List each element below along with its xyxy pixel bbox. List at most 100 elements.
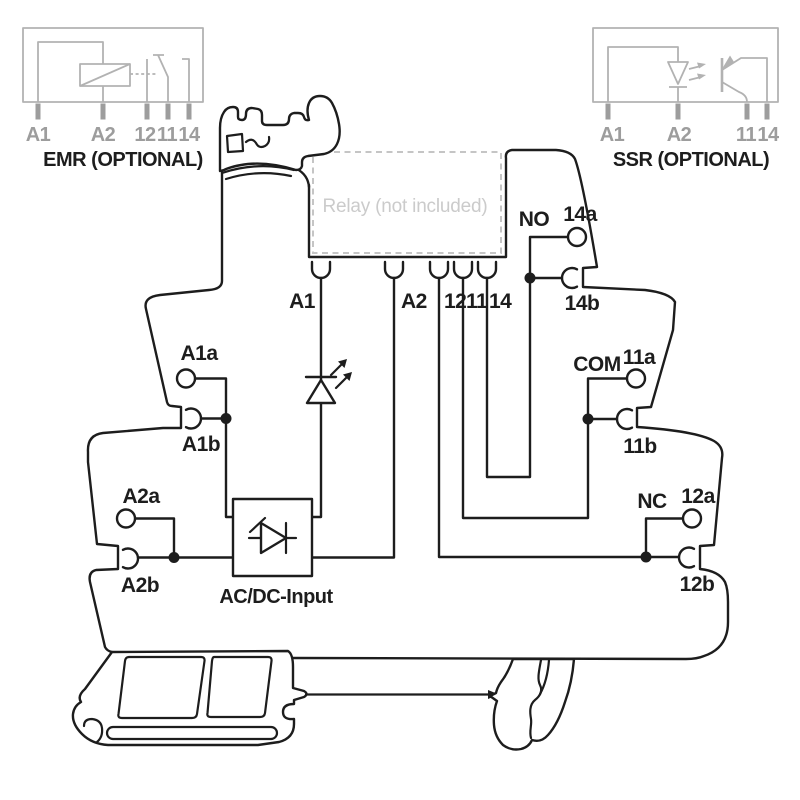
emr-title: EMR (OPTIONAL) — [43, 149, 203, 171]
label-com: COM — [573, 353, 621, 376]
ssr-pad-a1 — [605, 103, 611, 120]
ssr-pad-14 — [764, 103, 770, 120]
emr-contact-arm — [153, 54, 169, 102]
ssr-transistor-collector — [721, 57, 768, 102]
wire-a1a-drop — [193, 377, 235, 519]
emr-pad-12 — [144, 103, 150, 120]
ssr-led-triangle — [667, 61, 689, 85]
emr-terminal-a1: A1 — [26, 124, 51, 146]
junction-12 — [640, 551, 652, 563]
foot-window-right — [206, 655, 273, 719]
wire-12a-drop — [644, 517, 685, 559]
led-triangle — [305, 378, 337, 405]
terminal-14a-circle — [566, 226, 588, 248]
ssr-terminal-11: 11 — [736, 124, 757, 146]
label-14a: 14a — [563, 203, 597, 226]
pin-label-a2: A2 — [401, 290, 427, 313]
junction-a2 — [168, 552, 180, 563]
release-clip-inner-1 — [529, 658, 543, 740]
emr-terminal-a2: A2 — [91, 124, 116, 146]
pin-label-11: 11 — [466, 290, 488, 313]
terminal-11b-clamp — [615, 407, 634, 431]
led-arrow-1 — [338, 359, 347, 368]
housing-outline-right — [291, 148, 730, 661]
emr-pad-14 — [186, 103, 192, 120]
emr-coil-diagonal — [79, 63, 131, 87]
housing-outline-left — [86, 169, 224, 654]
wire-pin14-loop — [485, 235, 570, 479]
emr-box — [22, 27, 204, 103]
ssr-led-cathode — [669, 86, 687, 102]
junction-11 — [582, 413, 594, 425]
pin-label-a1: A1 — [289, 290, 316, 313]
socket-contact-a2 — [383, 260, 405, 280]
ssr-pad-a2 — [675, 103, 681, 120]
terminal-a1b-clamp — [184, 407, 203, 430]
ssr-led-arrow-1 — [697, 62, 706, 69]
ssr-terminal-a1: A1 — [600, 124, 625, 146]
label-no: NO — [519, 208, 550, 231]
terminal-11a-circle — [625, 368, 647, 389]
housing-outline-group — [86, 148, 730, 661]
label-acdc-input: AC/DC-Input — [219, 586, 333, 608]
status-led-group — [304, 359, 352, 405]
socket-contact-a1 — [310, 260, 332, 280]
wire-11a-drop — [586, 377, 629, 421]
emr-contact-no-line — [182, 58, 190, 102]
emr-pad-11 — [165, 103, 171, 120]
terminal-12a-circle — [681, 508, 703, 529]
ssr-terminal-14: 14 — [757, 124, 780, 146]
wire-pin12-to-12b — [437, 276, 681, 559]
relay-placeholder-text: Relay (not included) — [323, 196, 488, 217]
ssr-transistor-arrow — [722, 55, 734, 69]
rectifier-slash — [248, 516, 267, 534]
ssr-symbol-group: A1 A2 11 14 SSR (OPTIONAL) — [592, 27, 780, 171]
led-emission-lines — [329, 362, 349, 390]
housing-recess-left-edge — [295, 167, 311, 189]
terminal-14b-clamp — [560, 266, 579, 290]
foot-left-curl — [82, 717, 104, 744]
emr-terminal-14: 14 — [178, 124, 201, 146]
retaining-latch-group — [218, 94, 341, 181]
label-12b: 12b — [680, 573, 715, 596]
foot-outline — [71, 649, 308, 747]
terminal-a1a-circle — [175, 368, 197, 389]
led-arrow-2 — [343, 372, 352, 381]
label-12a: 12a — [681, 485, 715, 508]
wire-pin11-riser — [461, 276, 590, 520]
wire-a1-lower-to-rectifier — [310, 401, 323, 519]
relay-placeholder-box — [312, 151, 502, 254]
emr-symbol-group: A1 A2 12 11 14 EMR (OPTIONAL) — [22, 27, 204, 171]
socket-contacts-group — [310, 260, 498, 280]
ssr-transistor-emitter — [721, 81, 748, 103]
emr-terminal-11: 11 — [157, 124, 178, 146]
socket-contact-14 — [476, 260, 498, 280]
rectifier-diode-triangle — [259, 521, 288, 555]
emr-pad-a1 — [35, 103, 41, 120]
label-11b: 11b — [623, 435, 657, 458]
socket-contact-12 — [428, 260, 450, 280]
foot-window-left — [117, 655, 206, 720]
terminal-a2b-clamp — [121, 547, 140, 570]
release-clip-inner-2 — [538, 658, 551, 696]
ssr-led-arrow-2 — [697, 73, 706, 80]
emr-coil-wire-a1 — [37, 41, 104, 102]
label-a1a: A1a — [180, 342, 218, 365]
label-14b: 14b — [565, 292, 600, 315]
latch-hole — [225, 132, 245, 154]
ssr-title: SSR (OPTIONAL) — [613, 149, 769, 171]
label-11a: 11a — [623, 346, 656, 369]
socket-contact-11 — [452, 260, 474, 280]
junction-14 — [524, 272, 536, 284]
wire-a2a-drop — [133, 517, 176, 559]
terminal-a2a-circle — [115, 508, 137, 529]
terminal-12b-clamp — [677, 546, 696, 569]
housing-top-arch-2 — [224, 172, 293, 181]
label-a2a: A2a — [122, 485, 160, 508]
emr-coil — [79, 63, 131, 87]
label-nc: NC — [637, 490, 667, 513]
label-a1b: A1b — [182, 433, 220, 456]
emr-pad-a2 — [100, 103, 106, 120]
latch-spring-detail — [244, 135, 271, 149]
